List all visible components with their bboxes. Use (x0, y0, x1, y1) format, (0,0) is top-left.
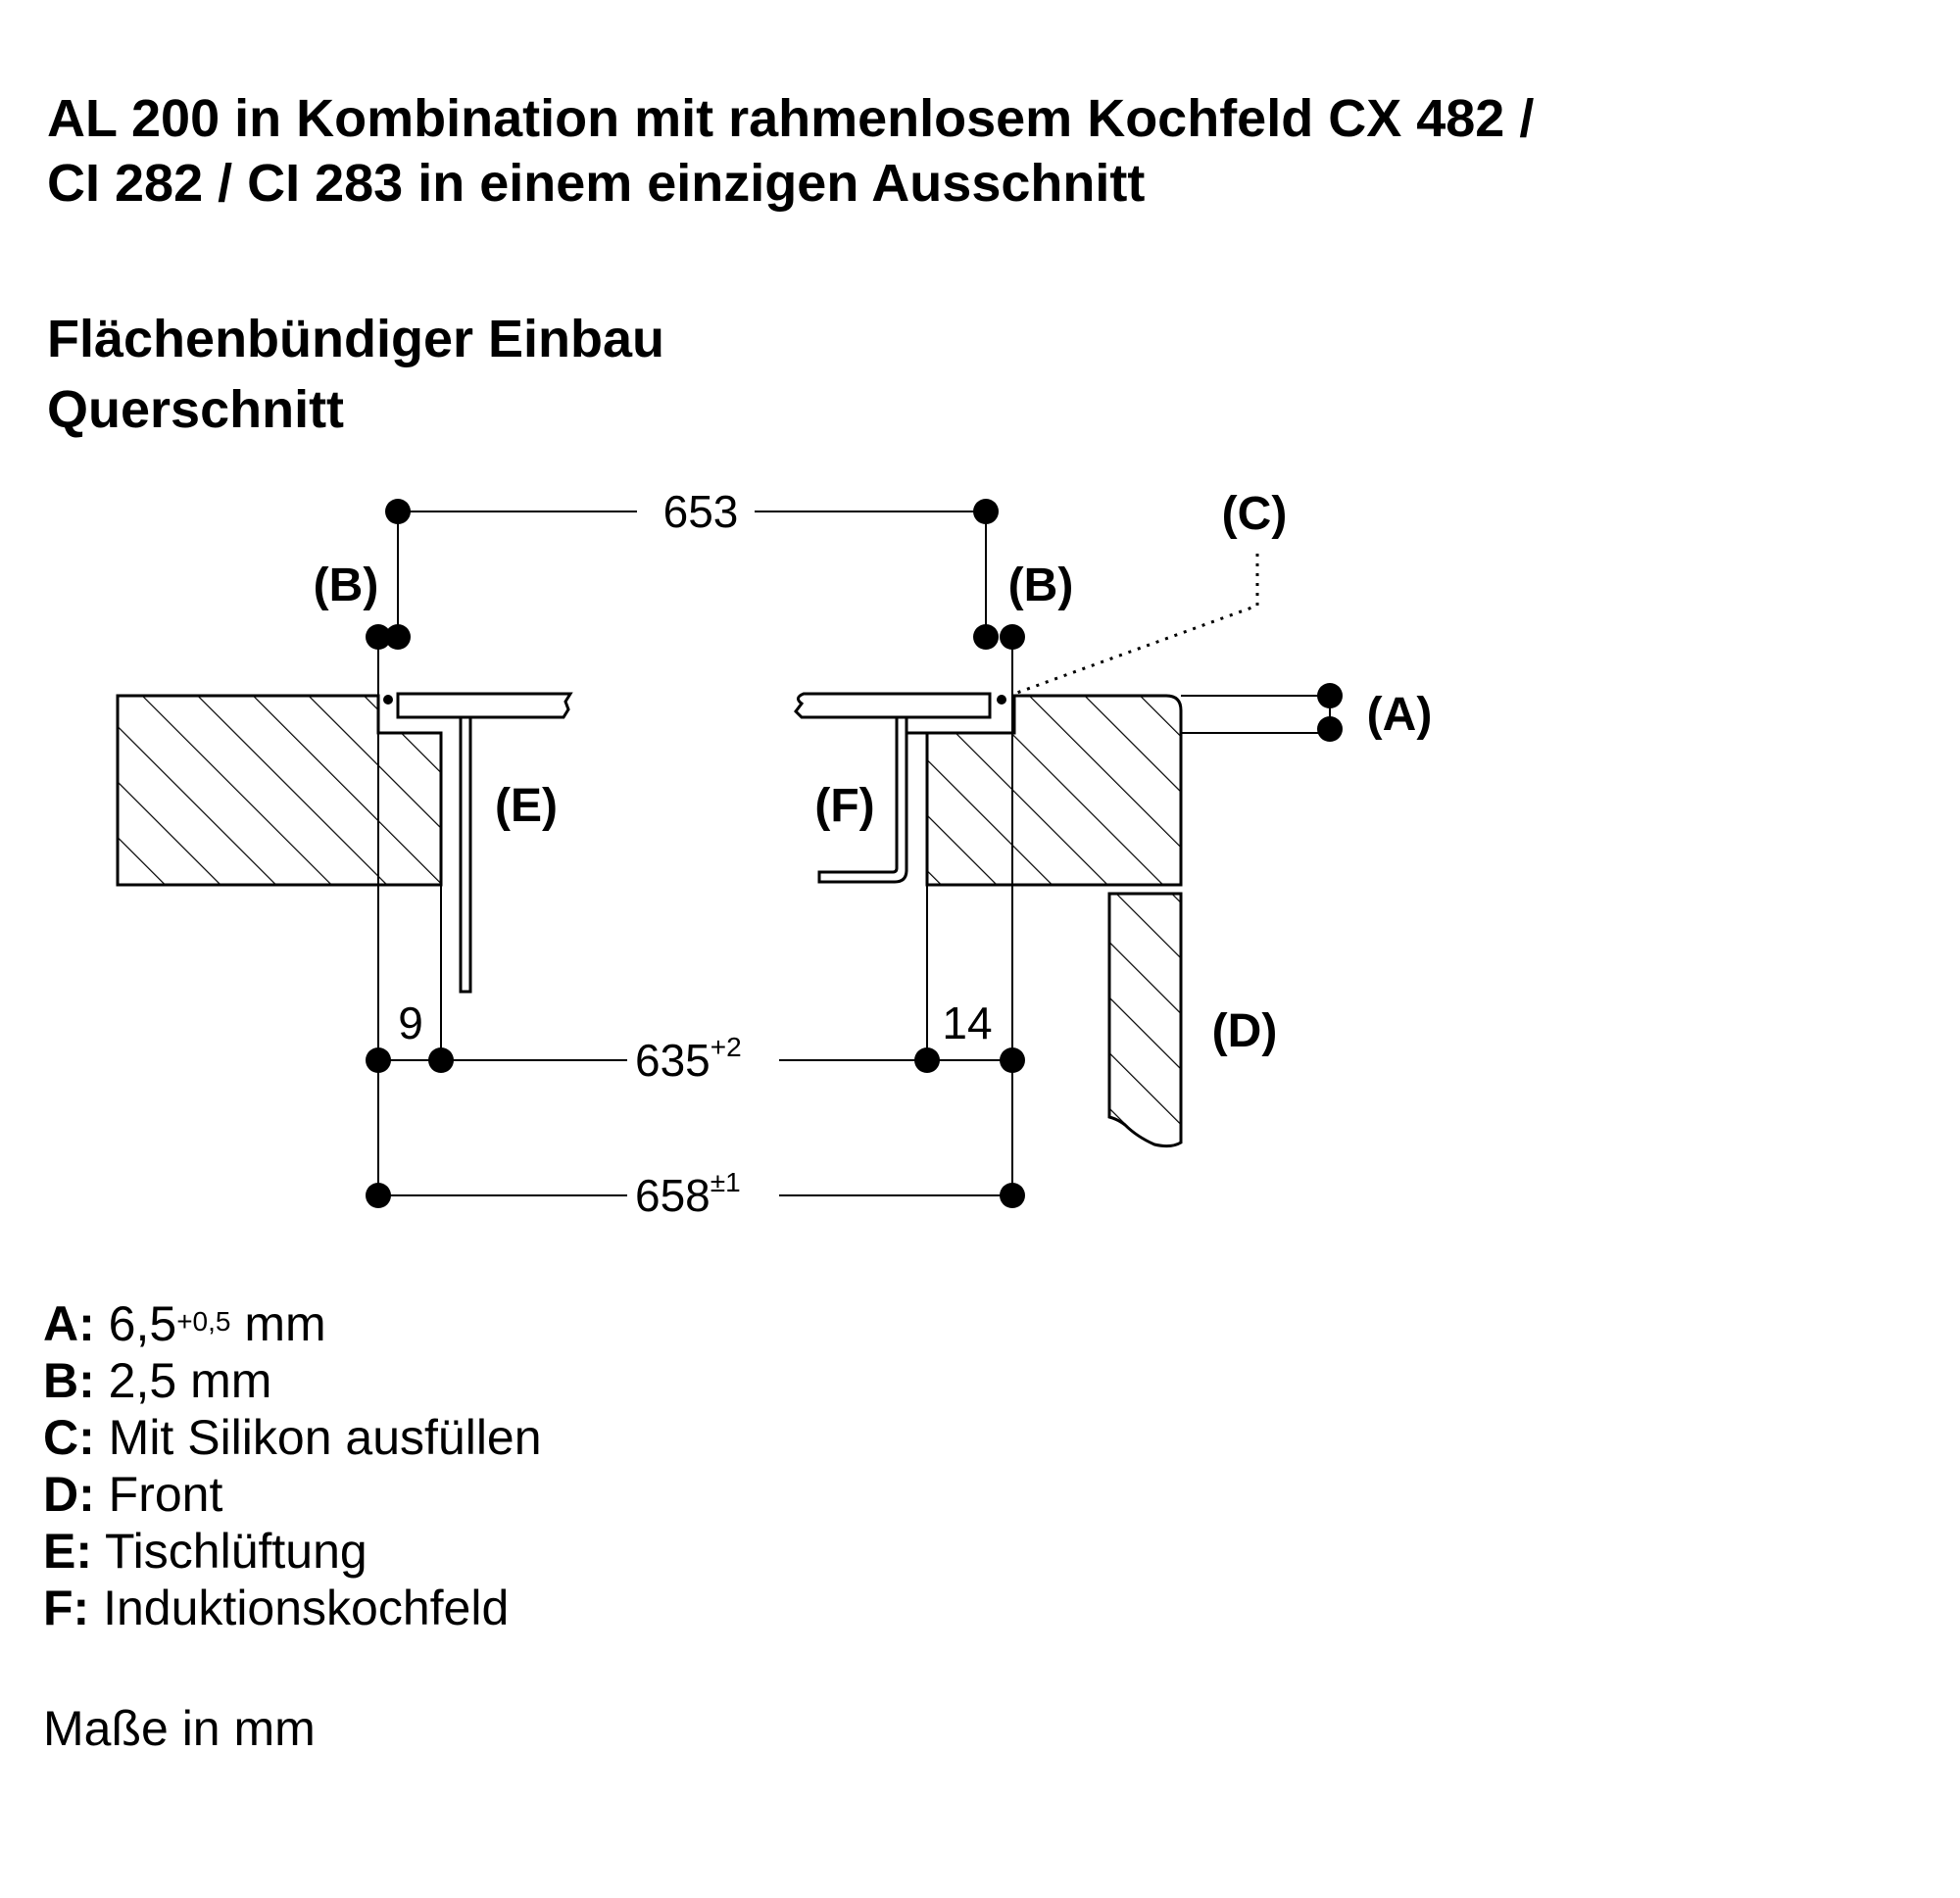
legend-item-a: A: 6,5+0,5 mm (43, 1296, 326, 1351)
label-b-left: (B) (314, 560, 379, 611)
legend-item-e: E: Tischlüftung (43, 1524, 368, 1579)
front-panel (1107, 892, 1183, 1148)
legend-item-d: D: Front (43, 1467, 223, 1522)
left-hob-plate (396, 692, 573, 719)
label-b-right: (B) (1008, 560, 1074, 611)
dimension-dot (973, 499, 999, 524)
silicone-dot-right (997, 695, 1006, 705)
right-hob-plate (794, 692, 992, 719)
legend-item-f: F: Induktionskochfeld (43, 1581, 510, 1635)
dimension-653: 653 (385, 486, 999, 637)
dimension-653-label: 653 (663, 486, 739, 537)
legend-item-c: C: Mit Silikon ausfüllen (43, 1410, 542, 1465)
dimension-a: (A) (1181, 683, 1432, 742)
a-dot-2 (1317, 716, 1343, 742)
dimension-658: 658±1 (366, 1167, 1025, 1221)
dimension-635: 635+2 9 14 (366, 998, 1025, 1086)
table-ventilation (459, 715, 472, 994)
silicone-dot-left (383, 695, 393, 705)
dimension-9-label: 9 (398, 998, 423, 1048)
b-left-dot-2 (385, 624, 411, 650)
label-c: (C) (1222, 488, 1288, 540)
title-line-1: AL 200 in Kombination mit rahmenlosem Ko… (47, 89, 1535, 148)
subtitle-line-2: Querschnitt (47, 380, 345, 439)
title-line-2: CI 282 / CI 283 in einem einzigen Aussch… (47, 154, 1146, 213)
dimension-14-label: 14 (942, 998, 992, 1048)
induction-hob-bracket (817, 715, 908, 884)
page-subtitle: Flächenbündiger Einbau Querschnitt (47, 304, 664, 445)
label-e: (E) (495, 780, 558, 832)
label-d: (D) (1212, 1005, 1278, 1057)
b-right-dot-1 (973, 624, 999, 650)
page-title: AL 200 in Kombination mit rahmenlosem Ko… (47, 86, 1534, 216)
a-dot-1 (1317, 683, 1343, 708)
dimension-dot (385, 499, 411, 524)
legend: A: 6,5+0,5 mm B: 2,5 mm C: Mit Silikon a… (43, 1295, 542, 1636)
label-f: (F) (814, 780, 874, 832)
label-a: (A) (1367, 689, 1433, 741)
subtitle-line-1: Flächenbündiger Einbau (47, 310, 665, 368)
right-countertop (925, 694, 1183, 887)
legend-item-b: B: 2,5 mm (43, 1353, 272, 1408)
silicone-leader-line (1013, 554, 1259, 696)
dimension-635-label: 635+2 (635, 1032, 742, 1086)
units-note: Maße in mm (43, 1701, 316, 1756)
left-countertop (116, 694, 443, 887)
dimension-658-label: 658±1 (635, 1167, 741, 1221)
